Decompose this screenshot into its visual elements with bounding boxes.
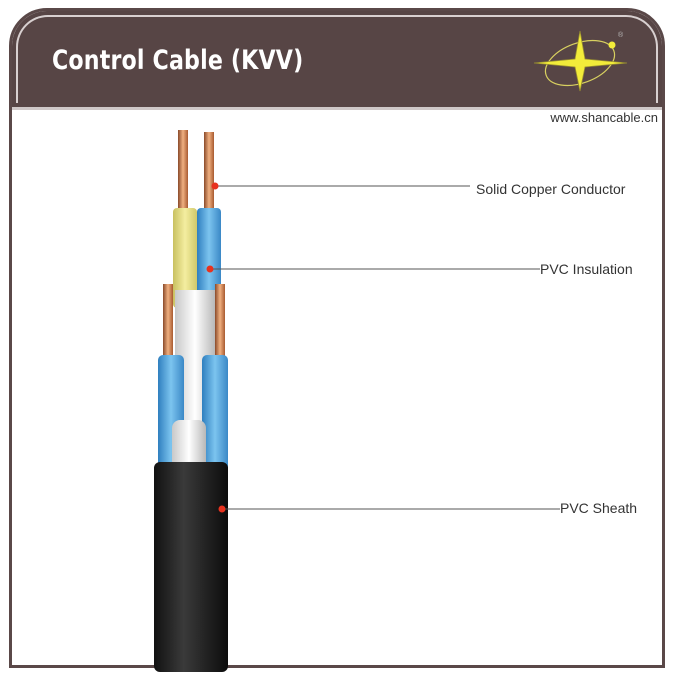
callout-lines (206, 182, 560, 513)
label-pvc-sheath: PVC Sheath (560, 500, 638, 516)
label-solid-copper-conductor: Solid Copper Conductor (476, 181, 626, 197)
svg-text:®: ® (618, 31, 624, 39)
callout-marker (211, 182, 219, 190)
frame: Control Cable (KVV) ® (9, 8, 665, 668)
header-border (16, 15, 658, 103)
callout-marker (206, 265, 214, 273)
header: Control Cable (KVV) ® (12, 11, 662, 110)
page-title: Control Cable (KVV) (52, 45, 304, 76)
callout-marker (218, 505, 226, 513)
website-url[interactable]: www.shancable.cn (550, 110, 658, 125)
star-compass-logo-icon: ® (533, 30, 628, 92)
cable-body (154, 130, 228, 672)
label-pvc-insulation: PVC Insulation (540, 261, 633, 277)
